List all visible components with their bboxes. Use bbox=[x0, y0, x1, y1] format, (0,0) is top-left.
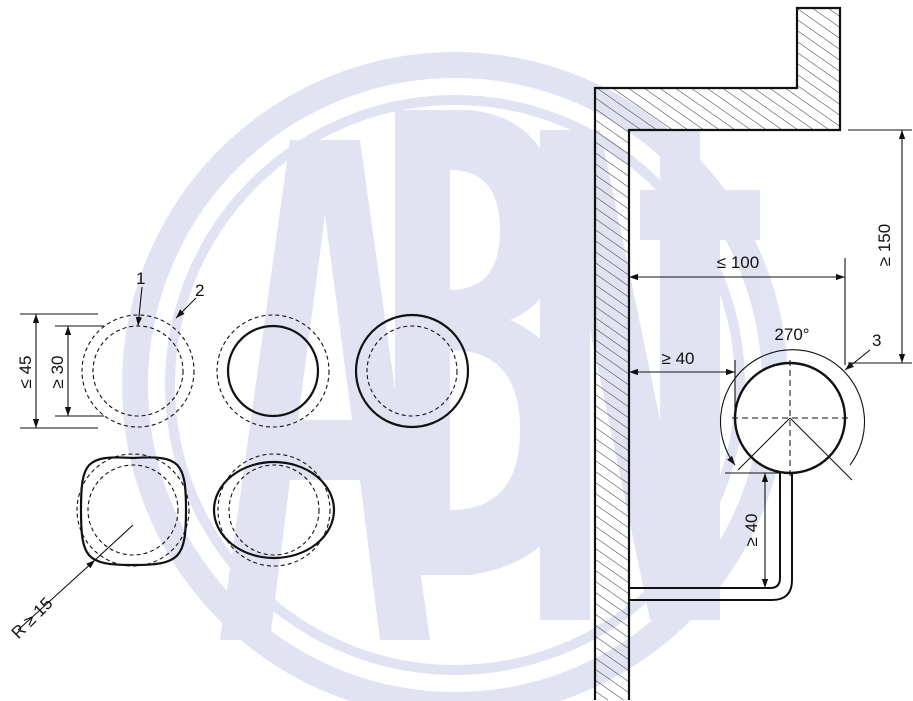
callout-3-label: 3 bbox=[872, 331, 881, 350]
abnt-watermark-logo bbox=[122, 52, 788, 701]
grip-angle-arc bbox=[719, 349, 866, 466]
min-ceiling-clearance-label: ≥ 150 bbox=[875, 224, 894, 266]
max-outer-diameter-label: ≤ 45 bbox=[16, 356, 35, 389]
min-vertical-clearance-label: ≥ 40 bbox=[742, 514, 761, 547]
left-dimensions bbox=[17, 286, 197, 631]
callout-3-leader bbox=[844, 349, 871, 371]
right-dimensions bbox=[629, 129, 912, 588]
wall-outline bbox=[593, 6, 842, 700]
handrail-bracket bbox=[629, 465, 781, 589]
max-wall-distance-label: ≤ 100 bbox=[717, 253, 759, 272]
section-rounded-square bbox=[76, 453, 190, 567]
handrail-assembly bbox=[629, 349, 871, 601]
section-max-circle bbox=[354, 313, 470, 429]
grip-angle-label: 270° bbox=[774, 325, 809, 344]
min-radius-label: R ≥ 15 bbox=[8, 594, 57, 643]
wall-hatch bbox=[595, 8, 840, 700]
callout-1-leader bbox=[135, 286, 143, 327]
callout-1-label: 1 bbox=[136, 269, 145, 288]
min-wall-clearance-label: ≥ 40 bbox=[662, 349, 695, 368]
section-min-circle bbox=[216, 314, 330, 428]
callout-2-label: 2 bbox=[195, 281, 204, 300]
section-ellipse bbox=[212, 453, 336, 567]
radius-leader bbox=[17, 559, 96, 631]
min-inner-diameter-label: ≥ 30 bbox=[48, 356, 67, 389]
cross-sections bbox=[76, 313, 470, 567]
callout-2-leader bbox=[175, 297, 197, 319]
wall-section bbox=[593, 6, 842, 700]
